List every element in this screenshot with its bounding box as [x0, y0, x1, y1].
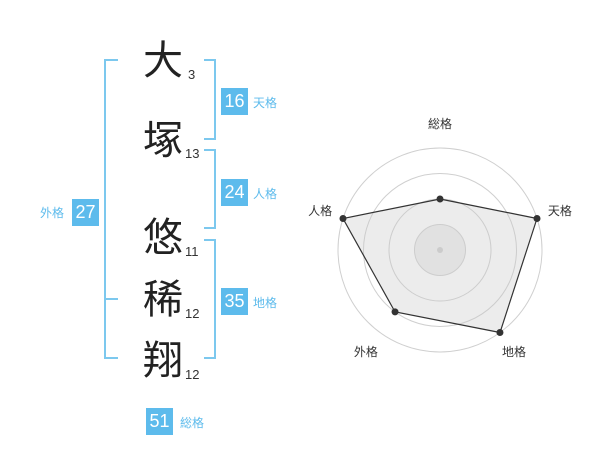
radar-axis-label-5: 人格 — [308, 203, 332, 218]
radar-point-3 — [496, 329, 504, 337]
radar-point-2 — [533, 214, 541, 222]
tenkaku-label: 天格 — [253, 96, 278, 110]
name-char-1: 大 — [143, 38, 183, 84]
tenkaku-bracket — [204, 59, 216, 140]
stroke-count-5: 12 — [185, 367, 200, 382]
radar-point-1 — [436, 195, 444, 203]
radar-axis-label-4: 外格 — [354, 344, 378, 359]
gaikaku-bracket-tick — [104, 298, 118, 300]
chikaku-bracket — [204, 239, 216, 359]
radar-ring-4 — [337, 147, 543, 353]
name-char-3: 悠 — [143, 215, 183, 261]
gaikaku-label: 外格 — [40, 206, 65, 220]
gaikaku-bracket — [104, 59, 118, 359]
name-char-2: 塚 — [143, 118, 183, 164]
name-char-4: 稀 — [143, 277, 183, 323]
soukaku-badge: 51 — [146, 408, 173, 435]
radar-point-5 — [339, 214, 347, 222]
radar-axis-label-1: 総格 — [428, 116, 452, 131]
chikaku-badge: 35 — [221, 288, 248, 315]
soukaku-label: 総格 — [180, 416, 205, 430]
stroke-count-2: 13 — [185, 146, 200, 161]
gaikaku-badge: 27 — [72, 199, 99, 226]
radar-point-4 — [391, 308, 399, 316]
radar-center — [437, 247, 443, 253]
chikaku-label: 地格 — [253, 296, 278, 310]
tenkaku-badge: 16 — [221, 88, 248, 115]
radar-axis-label-2: 天格 — [548, 203, 572, 218]
radar-ring-3 — [363, 173, 517, 327]
stroke-count-3: 11 — [185, 244, 199, 259]
stroke-count-1: 3 — [188, 67, 196, 82]
radar-axis-label-3: 地格 — [502, 344, 526, 359]
jinkaku-label: 人格 — [253, 187, 278, 201]
name-char-5: 翔 — [143, 338, 183, 384]
jinkaku-bracket — [204, 149, 216, 229]
jinkaku-badge: 24 — [221, 179, 248, 206]
radar-area — [342, 198, 538, 334]
stroke-count-4: 12 — [185, 306, 200, 321]
